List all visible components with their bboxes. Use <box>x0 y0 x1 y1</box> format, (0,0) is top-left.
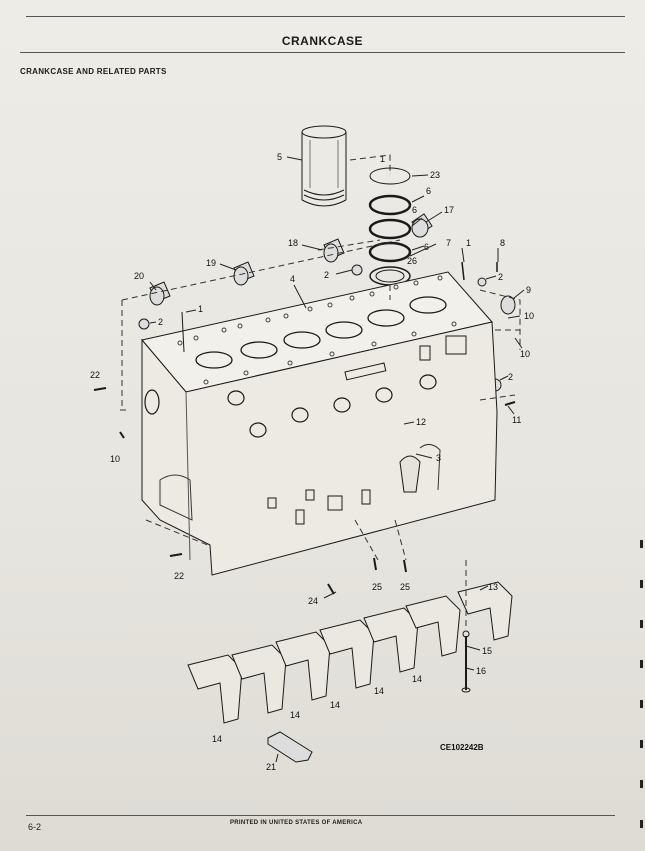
footer-rule <box>26 815 615 816</box>
top-rule <box>26 16 625 17</box>
callout-2a: 2 <box>324 270 329 280</box>
callout-25b: 25 <box>400 582 410 592</box>
callout-23: 23 <box>430 170 440 180</box>
callout-6a: 6 <box>426 186 431 196</box>
callout-leaders <box>149 156 525 763</box>
callout-14c: 14 <box>330 700 340 710</box>
callout-18: 18 <box>288 238 298 248</box>
page-number: 6-2 <box>28 822 42 832</box>
callout-14e: 14 <box>212 734 222 744</box>
callout-1: 1 <box>380 154 385 164</box>
callout-20: 20 <box>134 271 144 281</box>
callout-11: 11 <box>512 415 521 425</box>
callout-4: 4 <box>290 274 295 284</box>
callout-17: 17 <box>444 205 454 215</box>
deck-holes <box>177 275 457 385</box>
callout-26: 26 <box>407 256 417 266</box>
callout-14b: 14 <box>374 686 384 696</box>
callout-1b: 1 <box>466 238 471 248</box>
callout-labels: 5 1 23 6 17 6 6 7 1 8 26 18 19 20 2 4 2 … <box>90 152 534 772</box>
callout-3: 3 <box>436 453 441 463</box>
callout-1c: 1 <box>198 304 203 314</box>
printed-notice: PRINTED IN UNITED STATES OF AMERICA <box>230 820 363 826</box>
main-bearing-caps <box>187 581 513 724</box>
callout-9: 9 <box>526 285 531 295</box>
small-fasteners <box>93 261 516 595</box>
callout-8: 8 <box>500 238 505 248</box>
section-title: CRANKCASE AND RELATED PARTS <box>20 67 167 76</box>
callout-5: 5 <box>277 152 282 162</box>
callout-21: 21 <box>266 762 276 772</box>
callout-7: 7 <box>446 238 451 248</box>
figure-id: CE102242B <box>440 743 484 752</box>
crankcase-block <box>141 271 498 576</box>
callout-24: 24 <box>308 596 318 606</box>
cylinder-bores <box>195 296 447 369</box>
callout-15: 15 <box>482 646 492 656</box>
seal-rings <box>368 167 412 286</box>
callout-14a: 14 <box>412 674 422 684</box>
callout-19: 19 <box>206 258 216 268</box>
header-rule <box>20 52 625 53</box>
callout-2b: 2 <box>498 272 503 282</box>
cap-bolt <box>461 630 471 693</box>
callout-6c: 6 <box>424 242 429 252</box>
callout-2d: 2 <box>508 372 513 382</box>
callout-10c: 10 <box>110 454 120 464</box>
cylinder-liner <box>301 125 347 207</box>
side-openings <box>144 374 437 438</box>
callout-22b: 22 <box>174 571 184 581</box>
callout-10a: 10 <box>524 311 534 321</box>
callout-2c: 2 <box>158 317 163 327</box>
callout-12: 12 <box>416 417 426 427</box>
callout-16: 16 <box>476 666 486 676</box>
exploded-leader-lines <box>120 154 521 630</box>
callout-6b: 6 <box>412 205 417 215</box>
thrust-plate <box>267 731 313 763</box>
callout-25a: 25 <box>372 582 382 592</box>
callout-10b: 10 <box>520 349 530 359</box>
bushings <box>138 213 516 433</box>
page-title: CRANKCASE <box>281 34 363 48</box>
callout-22a: 22 <box>90 370 100 380</box>
callout-14d: 14 <box>290 710 300 720</box>
binding-edge-marks <box>635 0 645 851</box>
callout-13: 13 <box>488 582 498 592</box>
